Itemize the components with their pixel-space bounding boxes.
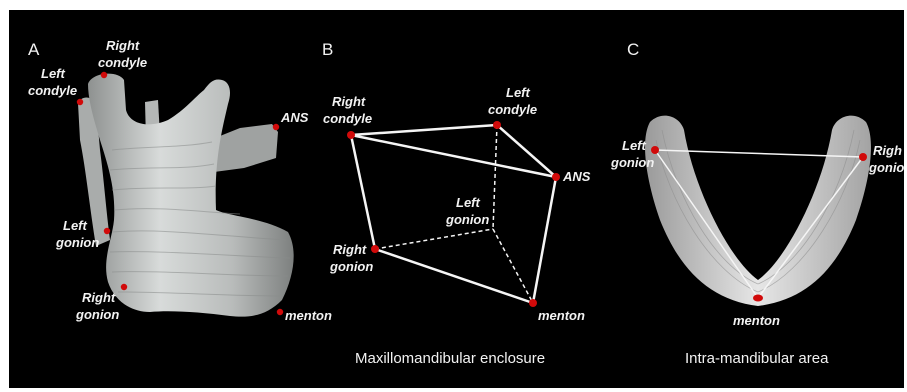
label-left-condyle-a-2: condyle (28, 83, 77, 98)
label-right-gonion-a-2: gonion (75, 307, 119, 322)
label-right-condyle-a-1: Right (106, 38, 140, 53)
panel-b: B Right condyle Left condyl (322, 40, 591, 367)
label-right-condyle-b-2: condyle (323, 111, 372, 126)
landmark-menton-b (529, 299, 537, 307)
label-right-gonion-b-2: gonion (329, 259, 373, 274)
label-ans-a: ANS (280, 110, 309, 125)
landmark-menton-a (277, 309, 283, 315)
landmark-left-gonion-c (651, 146, 659, 154)
caption-b: Maxillomandibular enclosure (355, 350, 545, 367)
label-left-gonion-c-1: Left (622, 138, 647, 153)
label-ans-b: ANS (562, 169, 591, 184)
label-left-condyle-b-1: Left (506, 85, 531, 100)
label-right-condyle-b-1: Right (332, 94, 366, 109)
landmark-left-condyle-b (493, 121, 501, 129)
label-right-condyle-a-2: condyle (98, 55, 147, 70)
landmark-right-condyle-b (347, 131, 355, 139)
caption-c: Intra-mandibular area (685, 350, 829, 367)
label-left-gonion-a-1: Left (63, 218, 88, 233)
landmark-right-gonion-c (859, 153, 867, 161)
label-right-gonion-a-1: Right (82, 290, 116, 305)
label-menton-c: menton (733, 313, 780, 328)
label-left-gonion-b-2: gonion (445, 212, 489, 227)
landmark-ans-a (273, 124, 279, 130)
mandible-topview-render (645, 116, 871, 306)
mandible-arch-shape (645, 116, 871, 306)
label-left-condyle-b-2: condyle (488, 102, 537, 117)
mandible-3d-render (78, 74, 294, 317)
label-menton-b: menton (538, 308, 585, 323)
landmark-left-gonion-a (104, 228, 110, 234)
label-right-gonion-b-1: Right (333, 242, 367, 257)
label-left-condyle-a-1: Left (41, 66, 66, 81)
landmark-ans-b (552, 173, 560, 181)
landmark-right-gonion-b (371, 245, 379, 253)
panel-c: C Left gonion Righ gonio menton (610, 40, 904, 367)
panel-c-letter: C (627, 40, 639, 59)
panel-a: A (28, 38, 332, 323)
landmark-right-condyle-a (101, 72, 107, 78)
label-right-gonion-c-2: gonio (868, 160, 904, 175)
label-menton-a: menton (285, 308, 332, 323)
landmark-right-gonion-a (121, 284, 127, 290)
panel-a-letter: A (28, 40, 40, 59)
landmark-left-condyle-a (77, 99, 83, 105)
label-left-gonion-a-2: gonion (55, 235, 99, 250)
landmark-menton-c (753, 295, 763, 302)
panel-b-letter: B (322, 40, 333, 59)
label-left-gonion-b-1: Left (456, 195, 481, 210)
label-left-gonion-c-2: gonion (610, 155, 654, 170)
label-right-gonion-c-1: Righ (873, 143, 902, 158)
mandible-body-shape (88, 74, 294, 317)
